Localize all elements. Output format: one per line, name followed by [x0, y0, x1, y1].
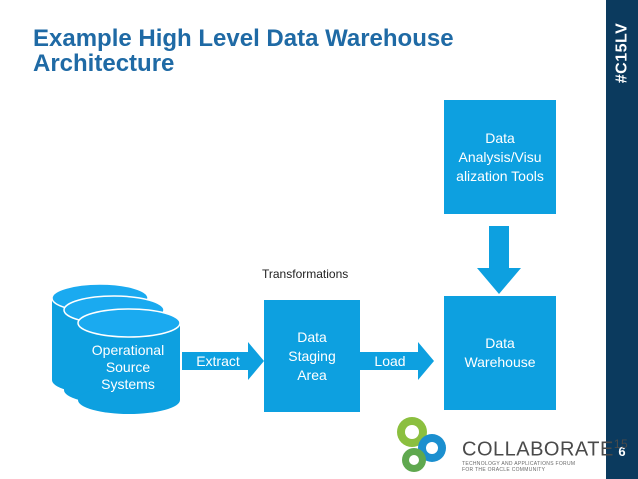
logo-name: COLLABORATE15: [462, 433, 628, 461]
edge-label-extract: Extract: [196, 353, 240, 369]
down-arrow: [477, 226, 521, 294]
page-number: 6: [618, 444, 626, 459]
page-title: Example High Level Data Warehouse Archit…: [33, 25, 454, 77]
logo-tagline-2: FOR THE ORACLE COMMUNITY: [462, 466, 546, 473]
node-data-warehouse: Data Warehouse: [444, 296, 556, 410]
node-data-staging-area: Data Staging Area: [264, 300, 360, 412]
db-cylinder-front: [77, 308, 181, 414]
edge-label-transformations: Transformations: [262, 267, 349, 281]
collaborate-logo-text: COLLABORATE15 TECHNOLOGY AND APPLICATION…: [462, 433, 628, 473]
logo-tagline-1: TECHNOLOGY AND APPLICATIONS FORUM: [462, 460, 576, 467]
edge-label-load: Load: [374, 353, 406, 369]
collaborate-logo-mark: [397, 417, 446, 472]
logo-number: 15: [613, 437, 629, 451]
sidebar-band: [606, 0, 638, 479]
node-data-staging-area-label: Data Staging Area: [288, 328, 336, 383]
node-operational-source-systems: Operational Source Systems: [91, 342, 165, 392]
logo-name-text: COLLABORATE: [462, 438, 614, 461]
extract-arrow: [182, 342, 264, 380]
load-arrow: [360, 342, 434, 380]
node-data-warehouse-label: Data Warehouse: [464, 335, 536, 370]
node-data-analysis-tools: Data Analysis/Visu alization Tools: [444, 100, 556, 214]
node-data-analysis-tools-label: Data Analysis/Visu alization Tools: [456, 129, 544, 184]
